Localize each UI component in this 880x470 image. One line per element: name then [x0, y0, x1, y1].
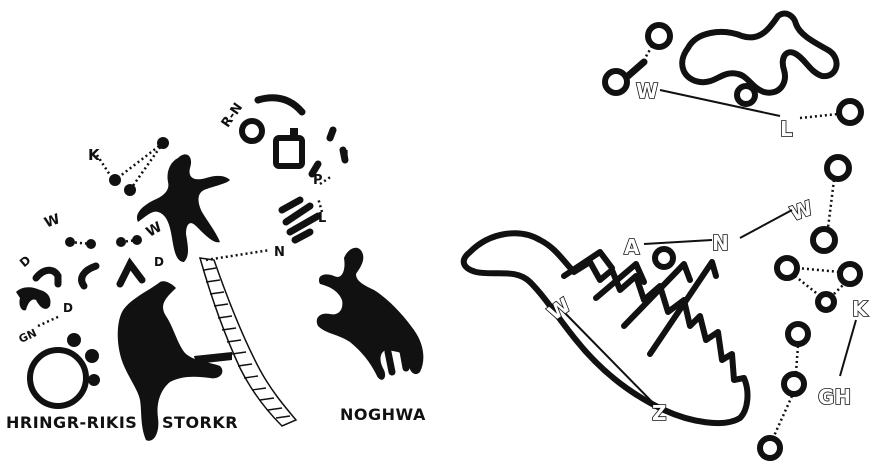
label-w-top: W	[636, 79, 658, 103]
l-dots	[799, 112, 839, 120]
human-figure	[136, 154, 230, 262]
label-gh: GH	[818, 385, 851, 409]
tally-1	[326, 126, 337, 142]
w1-dots	[69, 240, 92, 246]
k-ring-2	[837, 261, 863, 287]
tally-7	[291, 228, 314, 244]
k-gh-line	[839, 319, 857, 377]
stork-beak	[194, 352, 232, 364]
right-ring-top	[836, 98, 864, 126]
ship-keel-line	[561, 309, 661, 411]
caret-glyph	[116, 257, 146, 288]
label-k-right: K	[852, 297, 869, 321]
caption-storkr: STORKR	[162, 413, 238, 432]
label-a: A	[624, 235, 640, 259]
right-ring-2	[824, 154, 852, 182]
nw-line	[739, 209, 793, 239]
label-k: K	[88, 146, 101, 164]
gh-chain-dots	[772, 345, 800, 437]
label-n-right: N	[712, 231, 729, 255]
caption-hringr-rikis: HRINGR-RIKIS	[6, 413, 137, 432]
chain-top-ring-1	[645, 22, 673, 50]
k-ring-1	[774, 255, 800, 281]
k-cluster-dots	[794, 266, 847, 297]
ring-glyph	[27, 333, 100, 409]
hook-1	[32, 266, 62, 288]
chain-top-link	[624, 58, 648, 80]
gh-ring-1	[785, 321, 811, 347]
rn-ring	[239, 118, 265, 144]
label-w-1: W	[42, 211, 62, 231]
tally-4	[278, 196, 304, 214]
label-gn: GN	[17, 326, 39, 345]
label-l-top: L	[780, 117, 793, 141]
label-w-boat: W	[543, 293, 575, 325]
serpent-ring	[734, 83, 758, 107]
gn-dots	[37, 314, 61, 328]
label-p: P	[313, 173, 323, 188]
tally-6	[286, 212, 322, 236]
snake-stroke	[254, 94, 306, 116]
label-l: L	[318, 211, 326, 226]
ship-oars	[561, 249, 719, 357]
hook-2	[78, 262, 100, 290]
noghwa-animal	[316, 247, 424, 380]
a-ring	[652, 246, 676, 270]
label-i: I	[344, 149, 349, 164]
ship-outline	[460, 230, 751, 426]
n-dots	[205, 248, 271, 262]
tally-5	[282, 202, 314, 226]
label-d-3: D	[63, 301, 73, 315]
chain-top-ring-2	[602, 68, 630, 96]
label-z: Z	[652, 401, 667, 425]
label-n: N	[274, 245, 285, 260]
right-ring-3	[810, 226, 838, 254]
wl-line	[659, 89, 781, 117]
hatched-ribbon	[198, 257, 298, 427]
label-d-2: D	[154, 255, 164, 269]
stork-figure	[117, 281, 223, 441]
tally-2	[339, 146, 349, 164]
tally-3	[308, 160, 322, 178]
comb-glyph	[273, 128, 305, 169]
k-ring-3	[815, 291, 837, 313]
label-w-2: W	[144, 219, 165, 241]
noghwa-legs	[384, 342, 410, 376]
gh-ring-3	[757, 435, 783, 461]
label-d-1: D	[17, 253, 34, 270]
right-chain-dots	[826, 179, 836, 229]
k-dot-3	[124, 184, 136, 196]
small-beast	[16, 287, 51, 311]
an-line	[643, 239, 713, 245]
serpent-outline	[679, 10, 840, 96]
gh-ring-2	[781, 371, 807, 397]
caption-noghwa: NOGHWA	[340, 405, 426, 424]
k-dots	[95, 142, 165, 191]
